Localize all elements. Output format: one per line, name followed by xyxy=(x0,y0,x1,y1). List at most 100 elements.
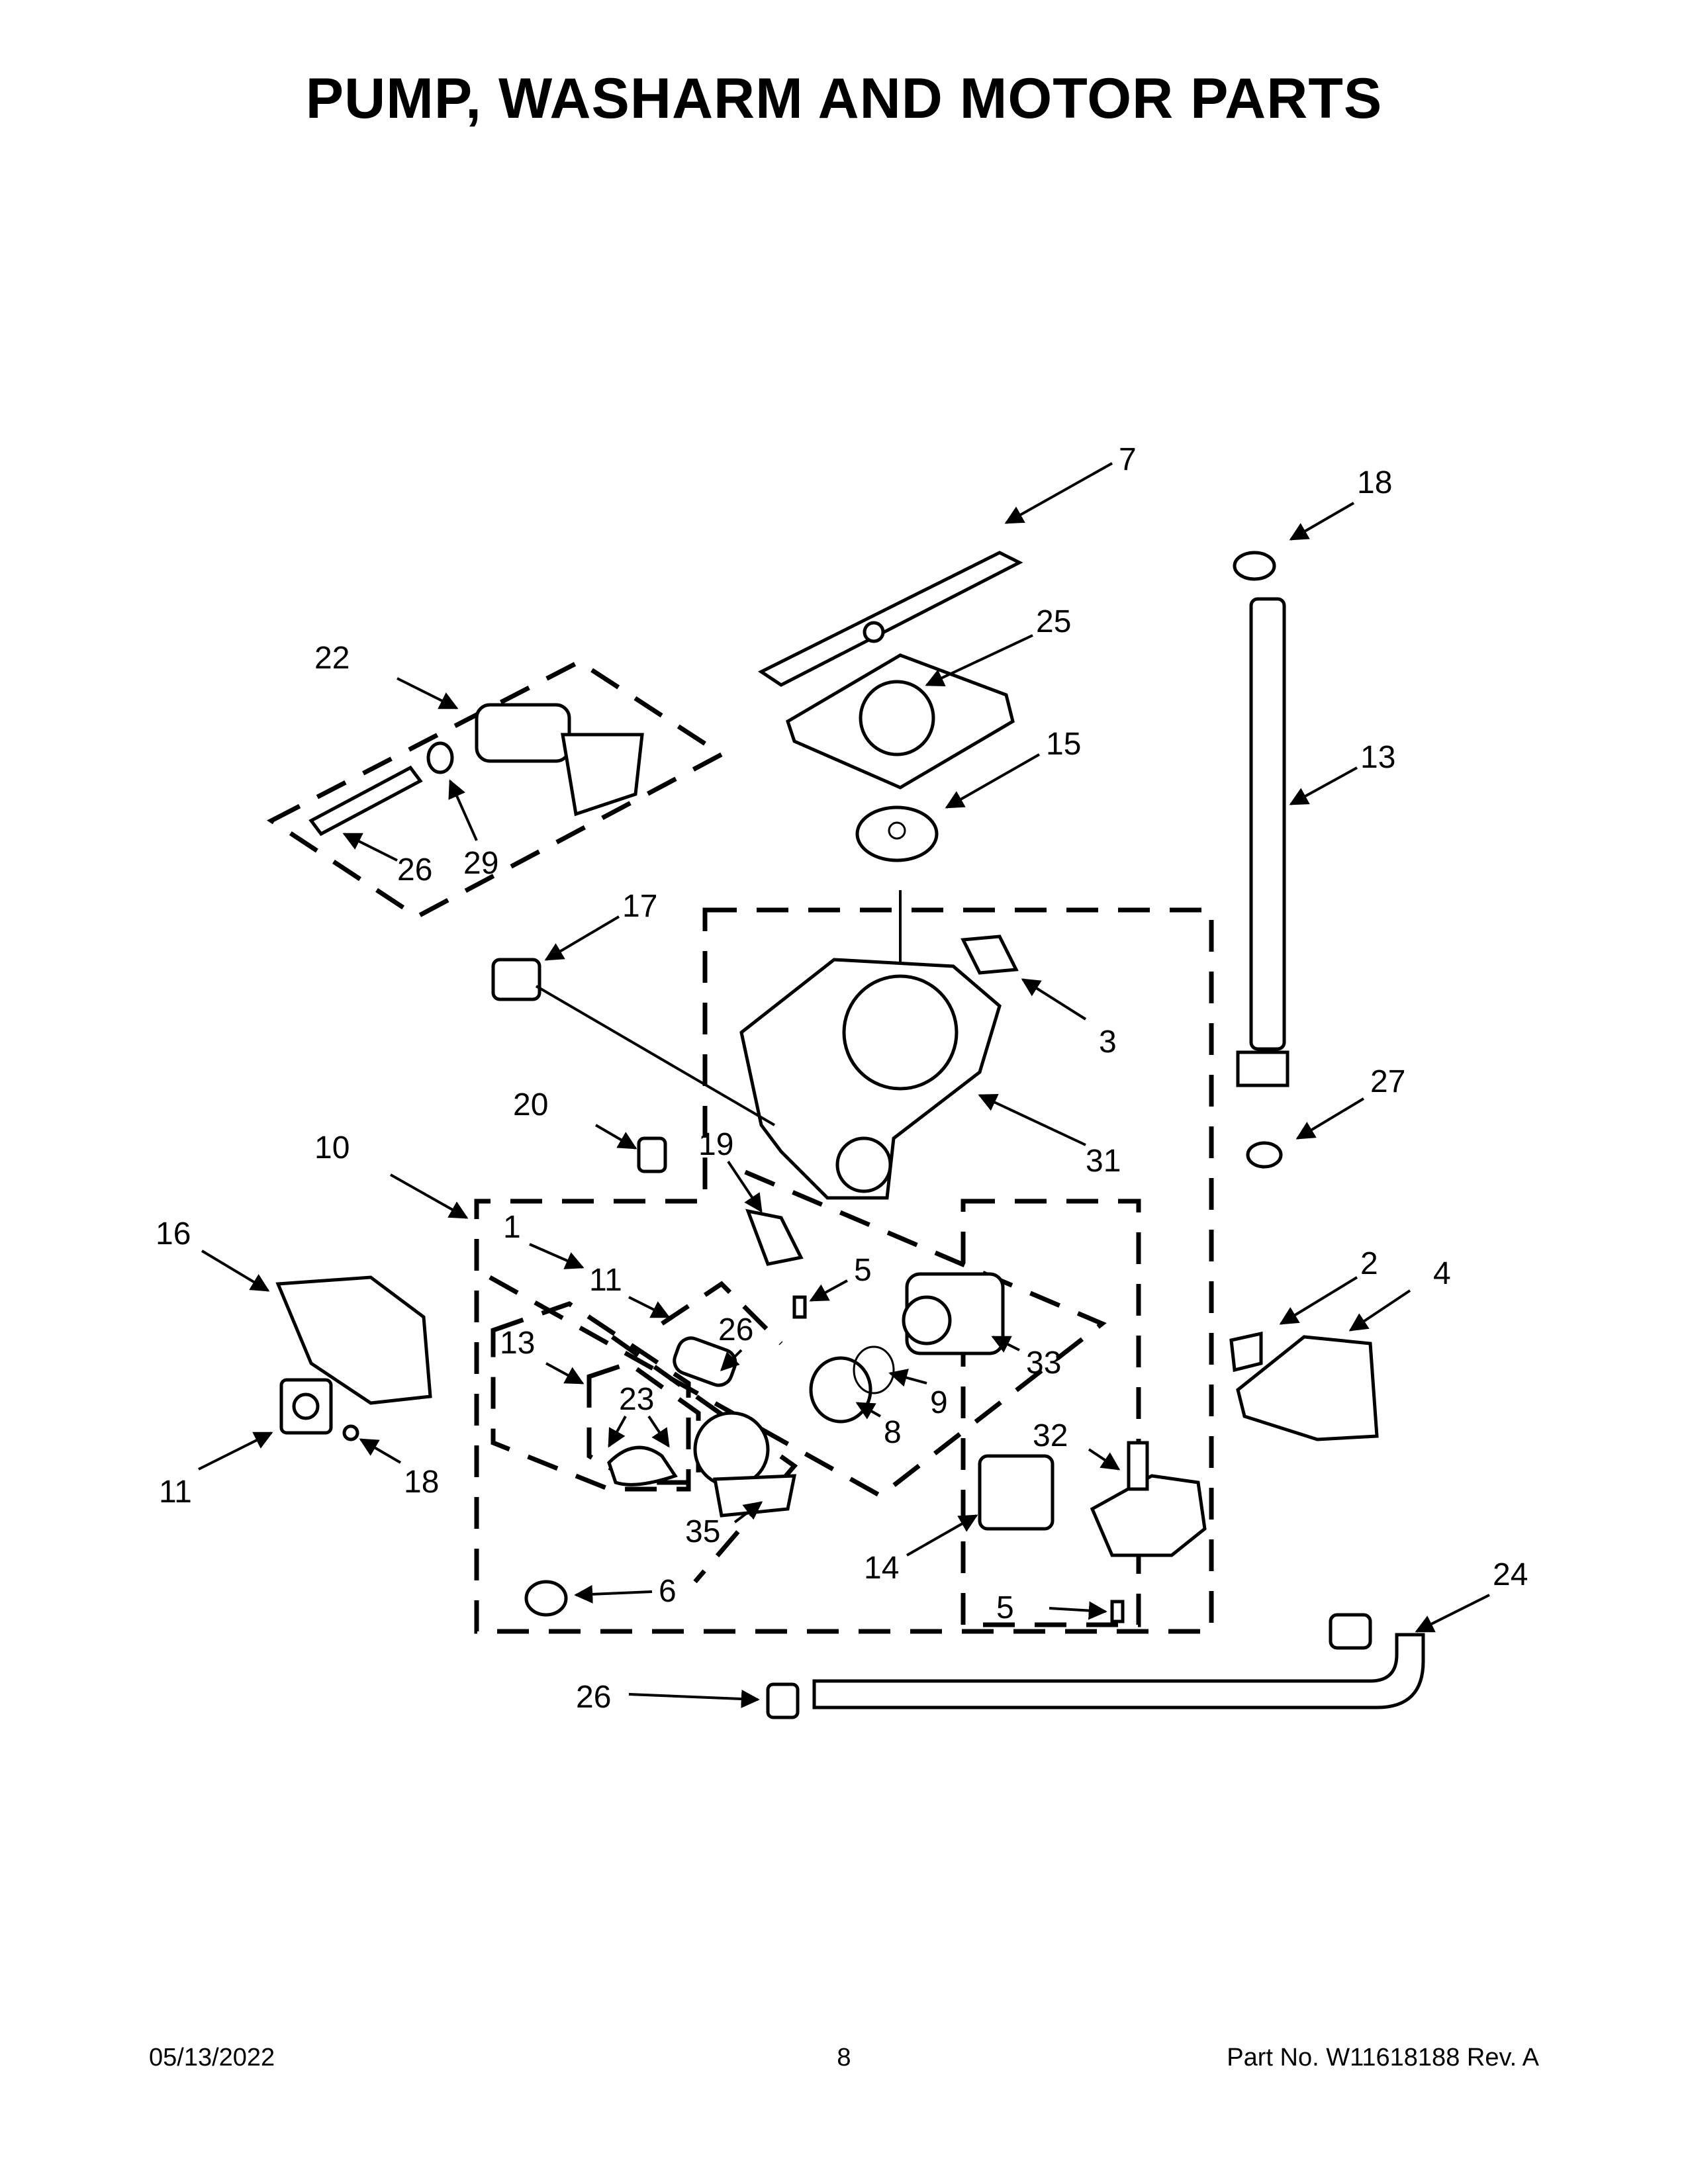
footer-part-number: Part No. W11618188 Rev. A xyxy=(1227,2044,1539,2071)
svg-text:6: 6 xyxy=(659,1574,677,1609)
callout-29: 27 xyxy=(1295,1064,1405,1140)
filter-cover-part xyxy=(785,653,1015,790)
svg-text:11: 11 xyxy=(589,1263,622,1298)
callout-19: 17 xyxy=(544,889,657,961)
heater-relay-part xyxy=(978,1454,1055,1531)
svg-text:5: 5 xyxy=(854,1253,872,1288)
clip-part xyxy=(961,934,1019,975)
hose-clamp-top-part xyxy=(1233,551,1276,581)
callout-6: 6 xyxy=(574,1574,677,1609)
fitting-part xyxy=(637,1136,667,1173)
screw-part-18 xyxy=(342,1424,359,1441)
svg-text:18: 18 xyxy=(404,1465,439,1500)
clamp-part xyxy=(426,741,454,774)
bracket-part-2 xyxy=(1229,1331,1263,1373)
svg-text:18: 18 xyxy=(1357,465,1392,500)
svg-text:31: 31 xyxy=(1086,1144,1121,1179)
callout-17: 16 xyxy=(156,1216,270,1292)
screw-part-5a xyxy=(792,1295,807,1319)
cap-part xyxy=(524,1580,568,1617)
seal-part xyxy=(855,805,939,862)
svg-text:16: 16 xyxy=(156,1216,191,1251)
svg-text:24: 24 xyxy=(1493,1557,1528,1592)
svg-text:10: 10 xyxy=(314,1130,350,1165)
svg-text:35: 35 xyxy=(685,1514,720,1549)
callout-31: 29 xyxy=(448,779,498,881)
tube-part xyxy=(308,765,423,837)
callout-21: 19 xyxy=(698,1127,763,1213)
svg-text:29: 29 xyxy=(463,846,498,881)
sump-part xyxy=(739,958,1002,1200)
svg-text:11: 11 xyxy=(159,1475,192,1510)
callout-2: 2 xyxy=(1279,1246,1378,1325)
callout-34: 33 xyxy=(991,1336,1061,1381)
callout-5b: 5 xyxy=(996,1590,1107,1625)
svg-text:33: 33 xyxy=(1026,1345,1061,1381)
callout-33: 31 xyxy=(978,1094,1121,1179)
impeller-part xyxy=(809,1356,872,1424)
svg-text:3: 3 xyxy=(1099,1024,1117,1060)
housing-part-4 xyxy=(1236,1335,1379,1441)
drain-hose-part-25 xyxy=(812,1613,1425,1709)
footer-date: 05/13/2022 xyxy=(149,2044,275,2071)
callout-4: 4 xyxy=(1348,1256,1451,1332)
drain-pump-part xyxy=(1090,1441,1207,1557)
callout-10: 10 xyxy=(314,1130,469,1219)
mount-part xyxy=(279,1378,333,1435)
callout-15: 13 xyxy=(1289,740,1395,805)
svg-text:4: 4 xyxy=(1433,1256,1451,1291)
svg-text:27: 27 xyxy=(1370,1064,1405,1099)
svg-text:23: 23 xyxy=(619,1382,654,1417)
svg-text:26: 26 xyxy=(718,1312,753,1347)
callout-18: 18 xyxy=(359,1438,439,1500)
diverter-motor-part xyxy=(475,703,644,817)
callouts: 7 25 15 18 13 27 22 26 29 17 3 31 20 19 … xyxy=(156,442,1528,1715)
cover-part xyxy=(275,1275,432,1405)
svg-text:5: 5 xyxy=(996,1590,1014,1625)
svg-text:9: 9 xyxy=(930,1385,948,1420)
callout-30: 25 xyxy=(925,604,1071,686)
footer-page-number: 8 xyxy=(837,2044,851,2071)
clip-part-26 xyxy=(766,1682,800,1719)
callout-13: 13 xyxy=(500,1326,585,1385)
callout-16: 15 xyxy=(945,727,1081,809)
svg-text:22: 22 xyxy=(314,641,350,676)
lower-washarm-part xyxy=(758,551,1023,687)
motor-part xyxy=(902,1272,1005,1355)
svg-text:1: 1 xyxy=(503,1210,521,1245)
bracket-part xyxy=(745,1208,804,1266)
svg-text:15: 15 xyxy=(1046,727,1081,762)
hose-piece-part xyxy=(673,1336,737,1387)
screw-part-5b xyxy=(1110,1600,1125,1623)
svg-text:8: 8 xyxy=(884,1415,902,1450)
svg-text:19: 19 xyxy=(698,1127,733,1162)
callout-27: 26 xyxy=(718,1312,753,1371)
callout-32: 32 xyxy=(1033,1418,1121,1471)
callout-26: 26 xyxy=(576,1680,760,1715)
svg-text:26: 26 xyxy=(397,852,432,887)
callout-12: 11 xyxy=(589,1263,671,1318)
callout-28: 26 xyxy=(342,833,432,887)
callout-1: 1 xyxy=(503,1210,585,1269)
page-title: PUMP, WASHARM AND MOTOR PARTS xyxy=(305,67,1383,130)
drain-hose-part xyxy=(1236,597,1289,1087)
callout-7: 7 xyxy=(1004,442,1137,524)
callout-24: 23 xyxy=(608,1382,670,1448)
svg-text:32: 32 xyxy=(1033,1418,1068,1453)
sensor-part xyxy=(491,958,541,1001)
elbow-part xyxy=(607,1445,678,1486)
callout-11: 11 xyxy=(159,1432,273,1510)
callout-35: 35 xyxy=(685,1501,763,1549)
svg-text:17: 17 xyxy=(622,889,657,924)
svg-text:2: 2 xyxy=(1360,1246,1378,1281)
callout-9: 9 xyxy=(888,1369,948,1420)
callout-20: 18 xyxy=(1289,465,1392,541)
svg-text:14: 14 xyxy=(864,1551,899,1586)
callout-14: 14 xyxy=(864,1514,978,1586)
svg-text:26: 26 xyxy=(576,1680,611,1715)
svg-text:13: 13 xyxy=(1360,740,1395,775)
callout-5a: 5 xyxy=(809,1253,872,1302)
callout-8: 8 xyxy=(855,1402,902,1450)
hose-clamp-bottom-part xyxy=(1246,1141,1283,1169)
